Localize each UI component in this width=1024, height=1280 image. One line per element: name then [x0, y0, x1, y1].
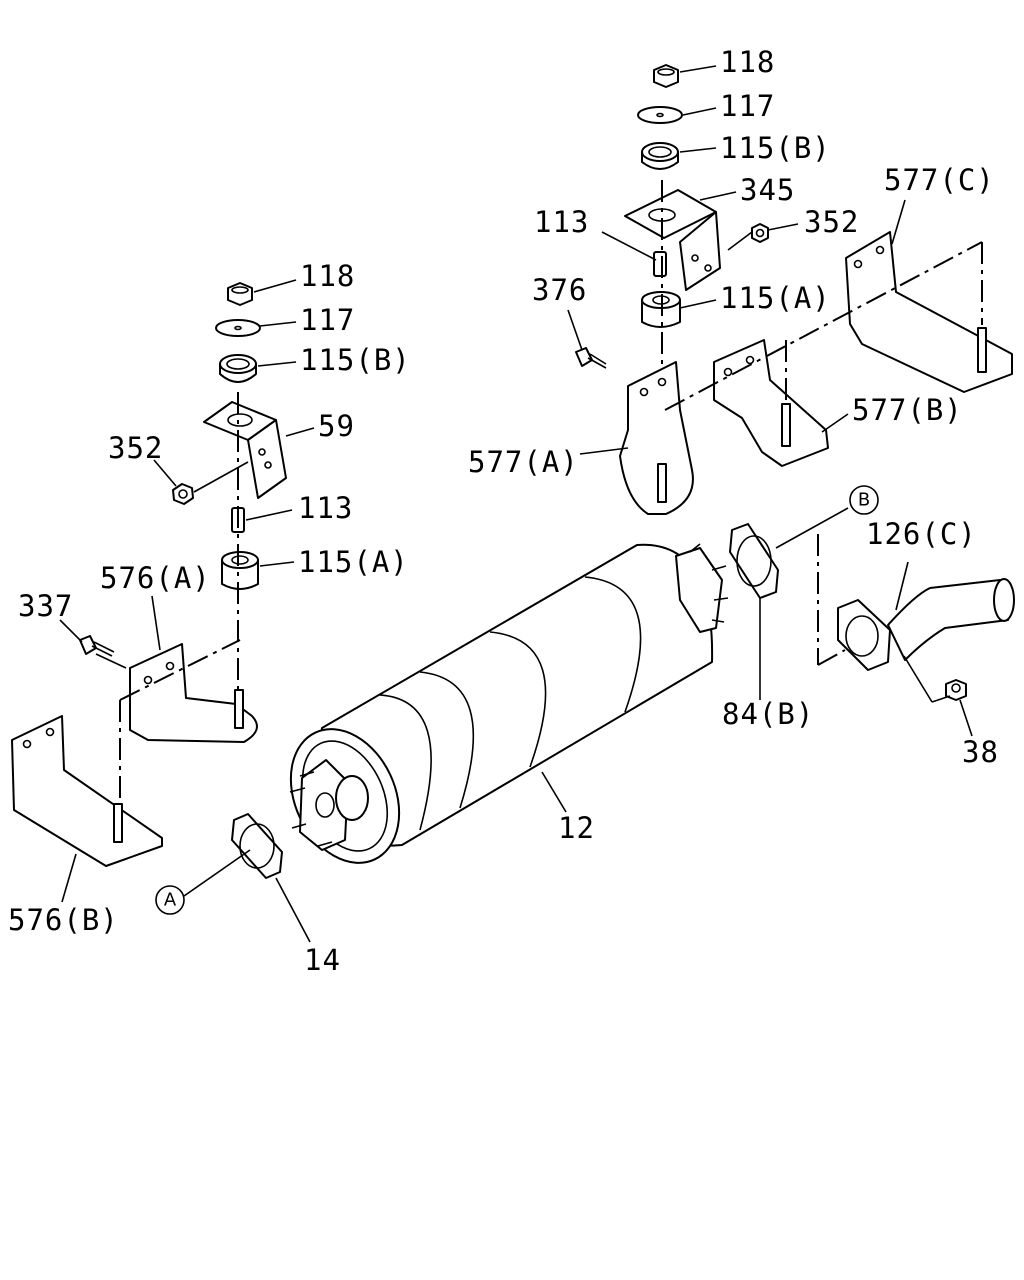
label-577c: 577(C): [884, 163, 995, 197]
label-576b: 576(B): [8, 903, 119, 937]
part-labels: 118 117 115(B) 345 113 352 577(C) 376 11…: [8, 45, 999, 977]
label-113-left: 113: [298, 491, 353, 525]
bracket-576b: [11, 639, 241, 867]
marker-a: A: [155, 885, 185, 915]
label-115a-left: 115(A): [298, 545, 409, 579]
gasket-84b: [729, 523, 779, 599]
label-577a: 577(A): [468, 445, 579, 479]
muffler-body: [289, 543, 729, 864]
bracket-577a: [619, 361, 694, 515]
label-118-top: 118: [720, 45, 775, 79]
label-113-top: 113: [534, 205, 589, 239]
label-117-left: 117: [300, 303, 355, 337]
label-38: 38: [962, 735, 999, 769]
label-115b-top: 115(B): [720, 131, 831, 165]
marker-b: B: [849, 485, 879, 515]
label-115a-top: 115(A): [720, 281, 831, 315]
label-115b-left: 115(B): [300, 343, 411, 377]
label-576a: 576(A): [100, 561, 211, 595]
bracket-577b: [713, 339, 829, 467]
nut-38: [945, 679, 967, 701]
svg-text:A: A: [164, 890, 177, 911]
label-126c: 126(C): [866, 517, 977, 551]
label-14: 14: [304, 943, 341, 977]
label-12: 12: [558, 811, 595, 845]
label-84b: 84(B): [722, 697, 814, 731]
leader-lines: [59, 65, 973, 943]
left-hanger-stack: [79, 282, 287, 700]
bracket-576a: [129, 643, 258, 743]
label-577b: 577(B): [852, 393, 963, 427]
label-337: 337: [18, 589, 73, 623]
label-352-top: 352: [804, 205, 859, 239]
label-117-top: 117: [720, 89, 775, 123]
label-352-left: 352: [108, 431, 163, 465]
label-59: 59: [318, 409, 355, 443]
bracket-577c: [664, 231, 1013, 411]
label-376: 376: [532, 273, 587, 307]
right-hanger-stack: [575, 64, 769, 470]
label-345: 345: [740, 173, 795, 207]
gasket-14: [231, 813, 283, 879]
chain-line-b2: [817, 649, 846, 666]
svg-text:B: B: [858, 490, 870, 511]
pipe-126c: [837, 578, 1015, 671]
label-118-left: 118: [300, 259, 355, 293]
